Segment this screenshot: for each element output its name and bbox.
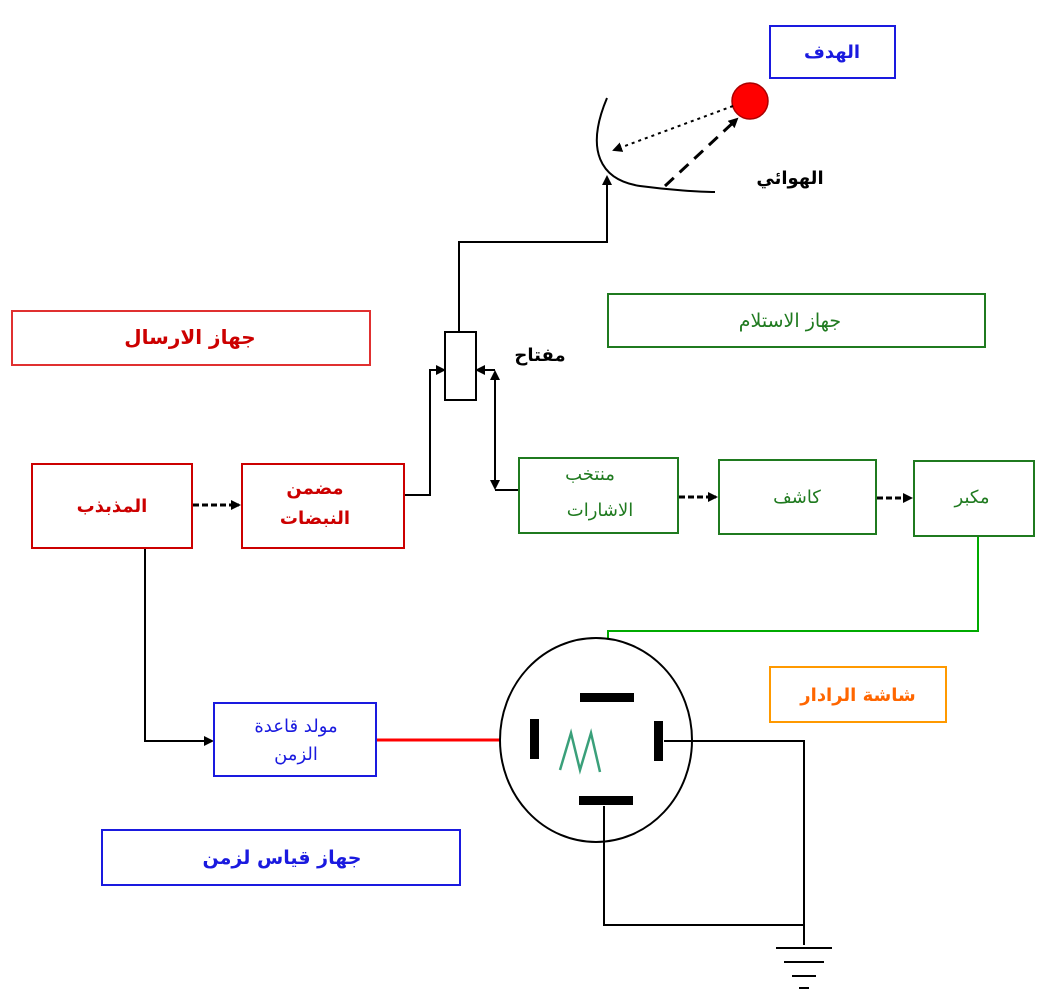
timebase-label-line1: مولد قاعدة (254, 716, 337, 737)
amplifier-label: مكبر (954, 487, 990, 508)
receiver-title: جهاز الاستلام (739, 310, 841, 332)
oscillator-to-timebase-line (144, 549, 214, 746)
modulator-label-line2: النبضات (280, 508, 350, 529)
crt-bottom-ground-line (603, 806, 804, 926)
crt-right-plate (654, 721, 663, 761)
switch-label: مفتاح (514, 345, 565, 366)
switch-box (444, 331, 477, 401)
antenna-label: الهوائي (756, 168, 823, 189)
target-dot (731, 82, 769, 120)
transmitter-title-box: جهاز الارسال (11, 310, 371, 366)
antenna-feed-line (458, 175, 612, 332)
timing-title-box: جهاز قياس لزمن (101, 829, 461, 886)
timebase-block: مولد قاعدة الزمن (213, 702, 377, 777)
detector-label: كاشف (773, 487, 821, 508)
selector-block: منتخب الاشارات (518, 457, 679, 534)
crt-tube (499, 637, 693, 843)
timebase-label-line2: الزمن (274, 744, 318, 765)
emission-path-line (663, 117, 739, 188)
target-label: الهدف (804, 42, 860, 63)
modulator-to-switch-line (404, 365, 446, 496)
timing-title: جهاز قياس لزمن (203, 847, 362, 869)
ground-symbol (776, 947, 832, 989)
oscillator-label: المذبذب (77, 496, 148, 517)
crt-bottom-plate (579, 796, 633, 805)
screen-title: شاشة الرادار (799, 685, 915, 706)
target-label-box: الهدف (769, 25, 896, 79)
modulator-block: مضمن النبضات (241, 463, 405, 549)
selector-label-line2: الاشارات (567, 500, 633, 521)
crt-right-ground-line (664, 740, 805, 945)
crt-trace (558, 728, 602, 775)
detector-block: كاشف (718, 459, 877, 535)
crt-top-plate (580, 693, 634, 702)
amplifier-block: مكبر (913, 460, 1035, 537)
receiver-title-box: جهاز الاستلام (607, 293, 986, 348)
antenna-dish (595, 97, 716, 193)
oscillator-block: المذبذب (31, 463, 193, 549)
transmitter-title: جهاز الارسال (124, 325, 255, 349)
selector-label-line1: منتخب (565, 464, 615, 485)
echo-path-line (612, 105, 734, 152)
modulator-label-line1: مضمن (286, 478, 343, 499)
crt-left-plate (530, 719, 539, 759)
screen-title-box: شاشة الرادار (769, 666, 947, 723)
